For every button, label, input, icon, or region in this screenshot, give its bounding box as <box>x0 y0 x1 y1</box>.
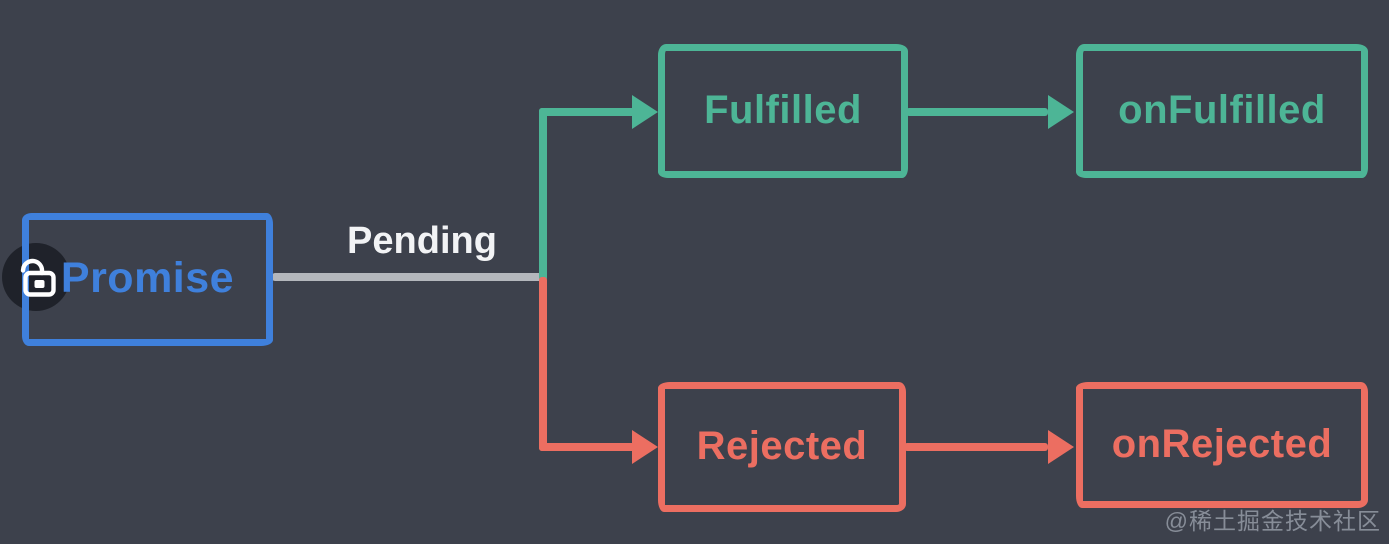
arrowhead-to-fulfilled-icon <box>632 95 658 129</box>
node-fulfilled: Fulfilled <box>658 44 908 178</box>
arrowhead-to-onfulfilled-icon <box>1048 95 1074 129</box>
edge-pending-line <box>272 273 542 281</box>
edge-rejected-to-onrejected <box>904 443 1048 451</box>
arrowhead-to-onrejected-icon <box>1048 430 1074 464</box>
edge-pending-label: Pending <box>347 220 497 262</box>
edge-fulfilled-to-onfulfilled <box>906 108 1048 116</box>
node-promise-label: Promise <box>60 254 235 302</box>
edge-to-rejected-vertical <box>539 277 547 451</box>
arrowhead-to-rejected-icon <box>632 430 658 464</box>
unlock-badge-circle <box>2 243 70 311</box>
edge-to-fulfilled-vertical <box>539 108 547 281</box>
unlocked-padlock-icon <box>20 258 56 297</box>
node-onfulfilled: onFulfilled <box>1076 44 1368 178</box>
edge-to-fulfilled-horizontal <box>539 108 635 116</box>
edge-to-rejected-horizontal <box>539 443 635 451</box>
node-onrejected: onRejected <box>1076 382 1368 508</box>
node-onfulfilled-label: onFulfilled <box>1118 87 1326 132</box>
watermark: @稀土掘金技术社区 <box>1164 508 1381 534</box>
node-rejected-label: Rejected <box>696 423 868 468</box>
node-fulfilled-label: Fulfilled <box>704 87 862 132</box>
node-onrejected-label: onRejected <box>1111 421 1333 466</box>
node-rejected: Rejected <box>658 382 906 512</box>
